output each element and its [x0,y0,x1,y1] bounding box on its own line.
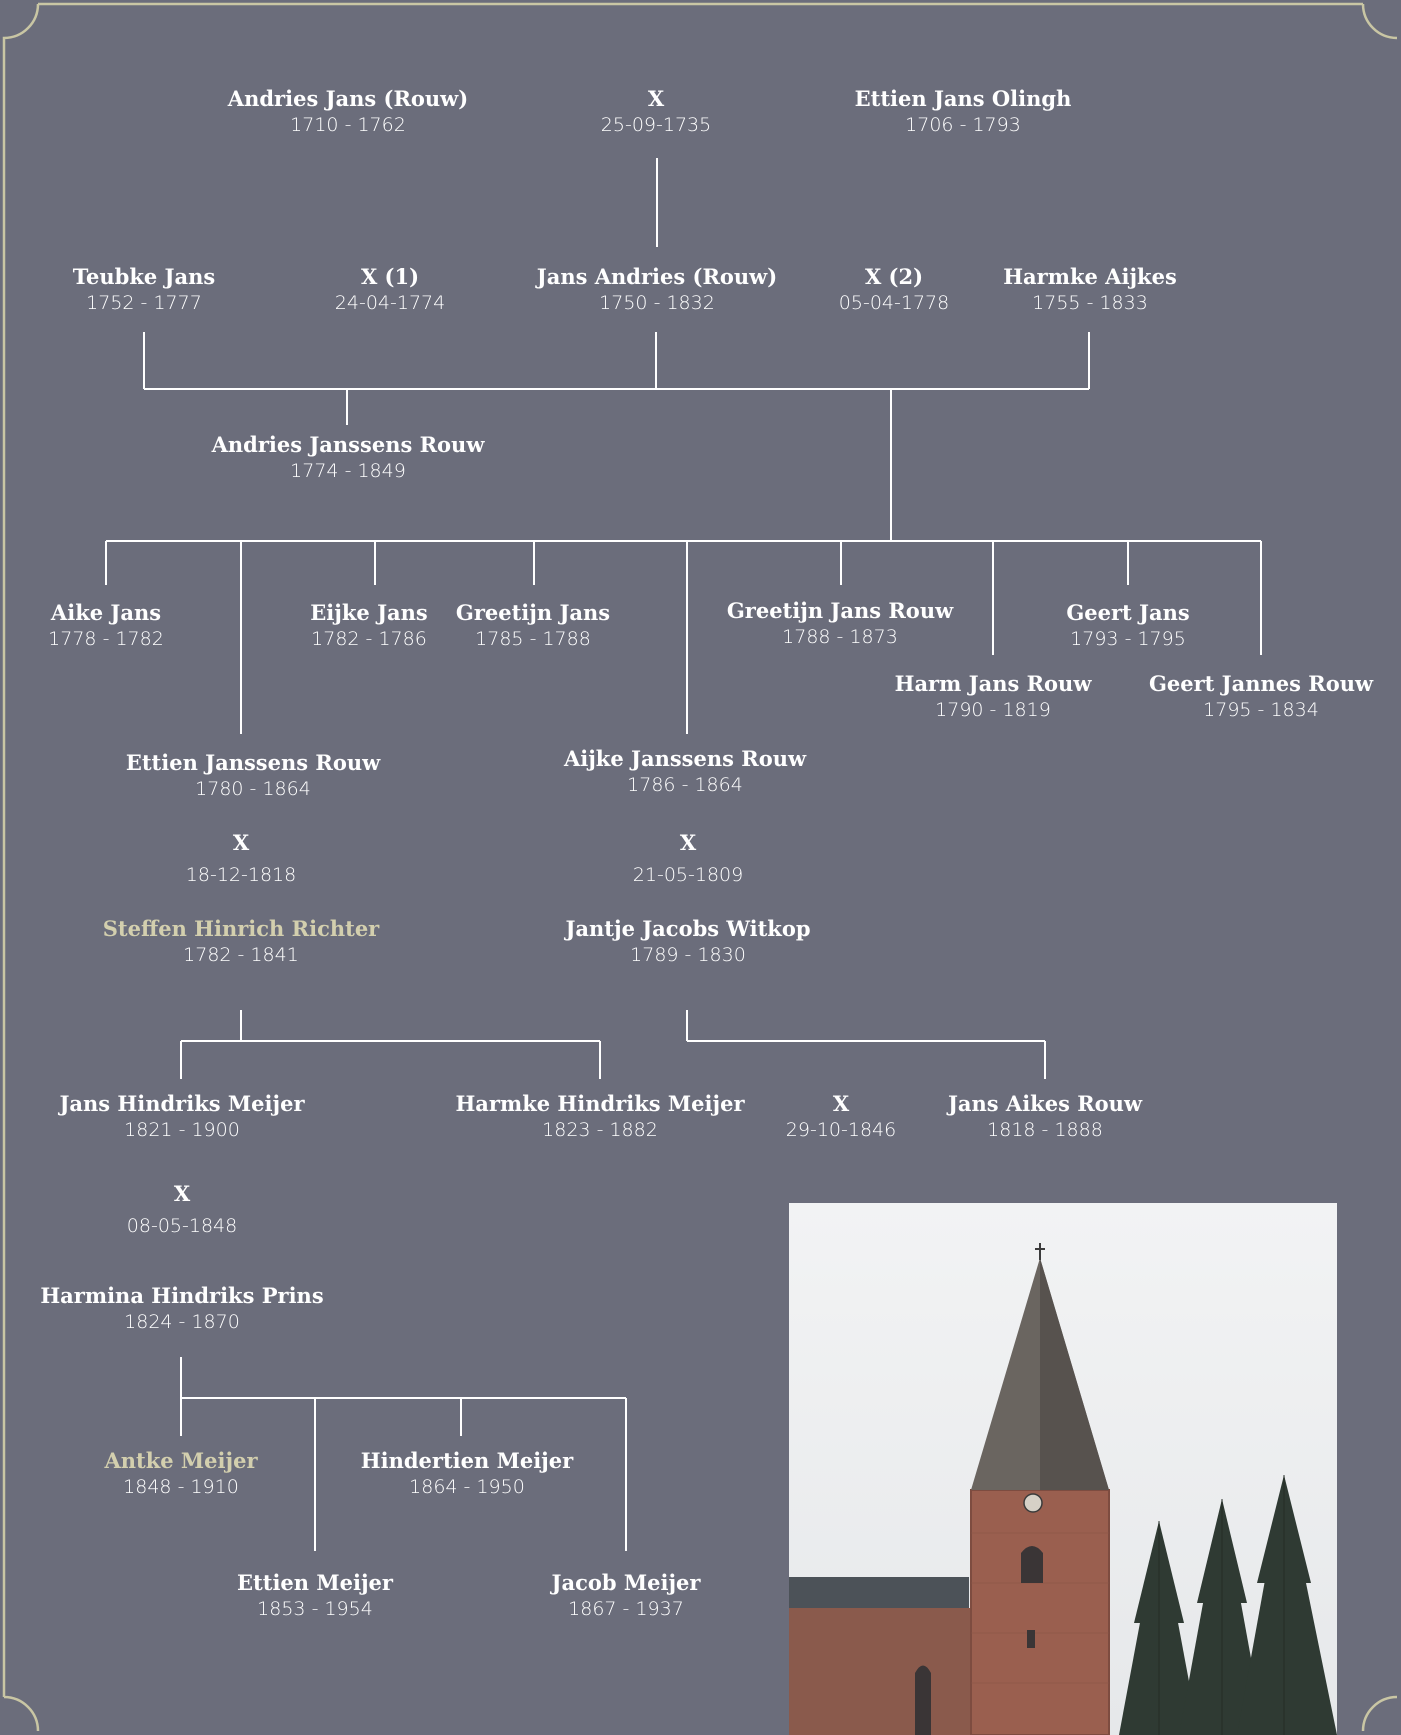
marriage-mark: X [832,1091,850,1116]
person-dates: 1867 - 1937 [568,1598,684,1620]
person-antke-meijer: Antke Meijer 1848 - 1910 [104,1447,257,1501]
person-dates: 1848 - 1910 [123,1476,239,1498]
person-dates: 1774 - 1849 [290,460,406,482]
person-name: Jans Andries (Rouw) [536,264,778,289]
person-hindertien-meijer: Hindertien Meijer 1864 - 1950 [361,1447,573,1501]
person-name: Greetijn Jans [455,600,611,625]
person-dates: 1752 - 1777 [86,292,202,314]
marriage-1848: X 08-05-1848 [127,1180,237,1240]
person-steffen-hinrich-richter: Steffen Hinrich Richter 1782 - 1841 [103,915,380,969]
person-dates: 1750 - 1832 [599,292,715,314]
person-ettien-meijer: Ettien Meijer 1853 - 1954 [237,1569,393,1623]
marriage-1846: X 29-10-1846 [786,1090,896,1144]
person-dates: 1706 - 1793 [905,114,1021,136]
person-dates: 1789 - 1830 [630,944,746,966]
marriage-date: 18-12-1818 [185,864,297,886]
person-dates: 1755 - 1833 [1032,292,1148,314]
person-harm-jans-rouw: Harm Jans Rouw 1790 - 1819 [895,670,1092,724]
person-dates: 1824 - 1870 [124,1311,240,1333]
person-dates: 1795 - 1834 [1203,699,1319,721]
person-name: Geert Jannes Rouw [1148,671,1374,696]
person-name: Harm Jans Rouw [894,671,1092,696]
person-name: Steffen Hinrich Richter [102,916,380,941]
person-dates: 1853 - 1954 [257,1598,373,1620]
person-teubke-jans: Teubke Jans 1752 - 1777 [73,263,215,317]
person-dates: 1788 - 1873 [782,626,898,648]
marriage-date: 29-10-1846 [785,1119,897,1141]
person-andries-janssens-rouw: Andries Janssens Rouw 1774 - 1849 [212,431,485,485]
person-dates: 1782 - 1841 [183,944,299,966]
person-dates: 1778 - 1782 [48,628,164,650]
person-dates: 1786 - 1864 [627,774,743,796]
person-name: Teubke Jans [72,264,216,289]
person-jans-aikes-rouw: Jans Aikes Rouw 1818 - 1888 [948,1090,1142,1144]
person-dates: 1793 - 1795 [1070,628,1186,650]
person-dates: 1785 - 1788 [475,628,591,650]
person-name: Jans Aikes Rouw [947,1091,1143,1116]
person-name: Ettien Jans Olingh [854,86,1072,111]
person-greetijn-jans: Greetijn Jans 1785 - 1788 [456,599,610,653]
person-name: Harmke Aijkes [1003,264,1177,289]
person-harmke-hindriks-meijer: Harmke Hindriks Meijer 1823 - 1882 [455,1090,744,1144]
person-name: Eijke Jans [310,600,428,625]
person-eijke-jans: Eijke Jans 1782 - 1786 [310,599,427,653]
person-jans-hindriks-meijer: Jans Hindriks Meijer 1821 - 1900 [59,1090,304,1144]
person-dates: 1818 - 1888 [987,1119,1103,1141]
person-name: Ettien Janssens Rouw [125,750,381,775]
marriage-mark: X (2) [864,264,924,289]
person-name: Jantje Jacobs Witkop [565,916,811,941]
person-name: Andries Jans (Rouw) [227,86,469,111]
person-ettien-jans-olingh: Ettien Jans Olingh 1706 - 1793 [855,85,1072,139]
person-name: Aijke Janssens Rouw [563,746,807,771]
person-name: Greetijn Jans Rouw [726,598,954,623]
person-name: Ettien Meijer [237,1570,393,1595]
marriage-mark: X [232,830,250,855]
person-ettien-janssens-rouw: Ettien Janssens Rouw 1780 - 1864 [126,749,380,803]
person-aijke-janssens-rouw: Aijke Janssens Rouw 1786 - 1864 [564,745,806,799]
marriage-date: 05-04-1778 [838,292,950,314]
person-dates: 1710 - 1762 [290,114,406,136]
marriage-date: 21-05-1809 [632,864,744,886]
person-name: Hindertien Meijer [360,1448,574,1473]
person-harmina-hindriks-prins: Harmina Hindriks Prins 1824 - 1870 [40,1282,323,1336]
marriage-date: 25-09-1735 [600,114,712,136]
marriage-mark: X [173,1181,191,1206]
person-dates: 1780 - 1864 [195,778,311,800]
person-jacob-meijer: Jacob Meijer 1867 - 1937 [552,1569,701,1623]
person-greetijn-jans-rouw: Greetijn Jans Rouw 1788 - 1873 [727,597,953,651]
marriage-1774: X (1) 24-04-1774 [335,263,445,317]
person-jantje-jacobs-witkop: Jantje Jacobs Witkop 1789 - 1830 [565,915,810,969]
person-dates: 1864 - 1950 [409,1476,525,1498]
person-dates: 1782 - 1786 [311,628,427,650]
marriage-1778: X (2) 05-04-1778 [839,263,949,317]
marriage-date: 08-05-1848 [126,1215,238,1237]
person-geert-jannes-rouw: Geert Jannes Rouw 1795 - 1834 [1149,670,1373,724]
marriage-mark: X [647,86,665,111]
person-dates: 1790 - 1819 [935,699,1051,721]
marriage-date: 24-04-1774 [334,292,446,314]
church-photo [789,1203,1337,1735]
person-name: Aike Jans [50,600,162,625]
person-geert-jans: Geert Jans 1793 - 1795 [1066,599,1189,653]
person-jans-andries: Jans Andries (Rouw) 1750 - 1832 [537,263,777,317]
person-name: Harmina Hindriks Prins [40,1283,324,1308]
person-aike-jans: Aike Jans 1778 - 1782 [48,599,164,653]
marriage-1809: X 21-05-1809 [633,829,743,889]
person-andries-jans: Andries Jans (Rouw) 1710 - 1762 [228,85,468,139]
person-name: Harmke Hindriks Meijer [455,1091,745,1116]
person-name: Jans Hindriks Meijer [59,1091,305,1116]
person-name: Jacob Meijer [551,1570,701,1595]
person-dates: 1821 - 1900 [124,1119,240,1141]
person-name: Andries Janssens Rouw [211,432,485,457]
marriage-mark: X (1) [360,264,420,289]
marriage-mark: X [679,830,697,855]
person-name: Geert Jans [1066,600,1190,625]
marriage-1818: X 18-12-1818 [186,829,296,889]
person-dates: 1823 - 1882 [542,1119,658,1141]
person-harmke-aijkes: Harmke Aijkes 1755 - 1833 [1003,263,1177,317]
marriage-1735: X 25-09-1735 [601,85,711,139]
person-name: Antke Meijer [104,1448,258,1473]
